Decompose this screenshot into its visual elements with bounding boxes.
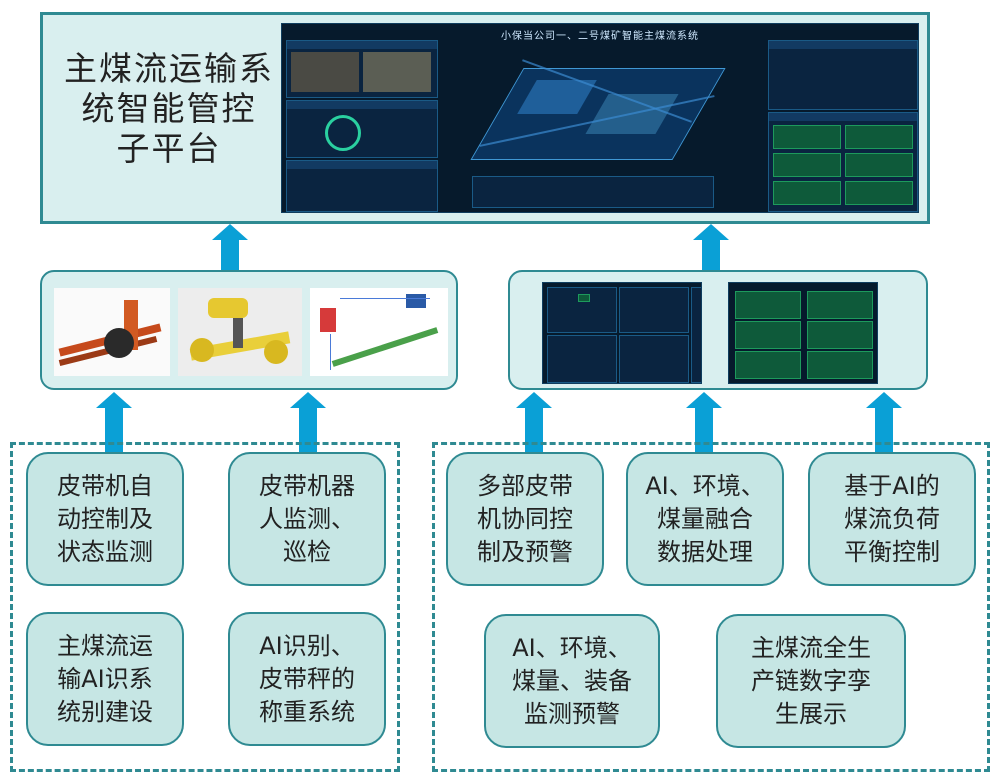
belt-status-strip (472, 176, 714, 208)
platform-title-line-1: 主煤流运输系 (64, 49, 274, 88)
feature-ai-belt-scale: AI识别、 皮带秤的 称重系统 (228, 612, 386, 746)
platform-panel: 主煤流运输系 统智能管控 子平台 小保当公司一、二号煤矿智能主煤流系统 (40, 12, 930, 224)
platform-title: 主煤流运输系 统智能管控 子平台 (57, 49, 281, 169)
feature-belt-robot-inspection: 皮带机器 人监测、 巡检 (228, 452, 386, 586)
left-feature-group (10, 442, 400, 772)
alarm-dashboard-screenshot (542, 282, 702, 384)
feature-belt-auto-control: 皮带机自 动控制及 状态监测 (26, 452, 184, 586)
arrow-feature5-up (516, 392, 552, 460)
digital-twin-scene (457, 50, 737, 170)
arrow-feature1-up (96, 392, 132, 460)
load-balance-dashboard-screenshot (728, 282, 878, 384)
video-pane (286, 40, 438, 98)
arrow-feature6-up (686, 392, 722, 460)
dashboard-screens-box (508, 270, 928, 390)
right-feature-group (432, 442, 990, 772)
platform-title-line-3: 子平台 (116, 129, 222, 168)
equipment-images-box (40, 270, 458, 390)
feature-ai-recognition-system: 主煤流运 输AI识系 统别建设 (26, 612, 184, 746)
belt-scale-schematic (310, 288, 448, 376)
feature-monitoring-warning: AI、环境、 煤量、装备 监测预警 (484, 614, 660, 748)
smart-coal-flow-dashboard: 小保当公司一、二号煤矿智能主煤流系统 (281, 23, 919, 213)
conveyor-cards-pane (768, 112, 918, 212)
inspection-robot-photo (178, 288, 302, 376)
feature-digital-twin-display: 主煤流全生 产链数字孪 生展示 (716, 614, 906, 748)
production-pane (768, 40, 918, 110)
arrow-feature7-up (866, 392, 902, 460)
feature-load-balance-control: 基于AI的 煤流负荷 平衡控制 (808, 452, 976, 586)
platform-title-line-2: 统智能管控 (81, 89, 257, 128)
arrow-feature2-up (290, 392, 326, 460)
conveyor-photo (54, 288, 170, 376)
feature-multi-belt-coordination: 多部皮带 机协同控 制及预警 (446, 452, 604, 586)
feature-data-fusion: AI、环境、 煤量融合 数据处理 (626, 452, 784, 586)
alarm-pane (286, 160, 438, 212)
equipment-status-pane (286, 100, 438, 158)
dashboard-title: 小保当公司一、二号煤矿智能主煤流系统 (501, 31, 699, 42)
